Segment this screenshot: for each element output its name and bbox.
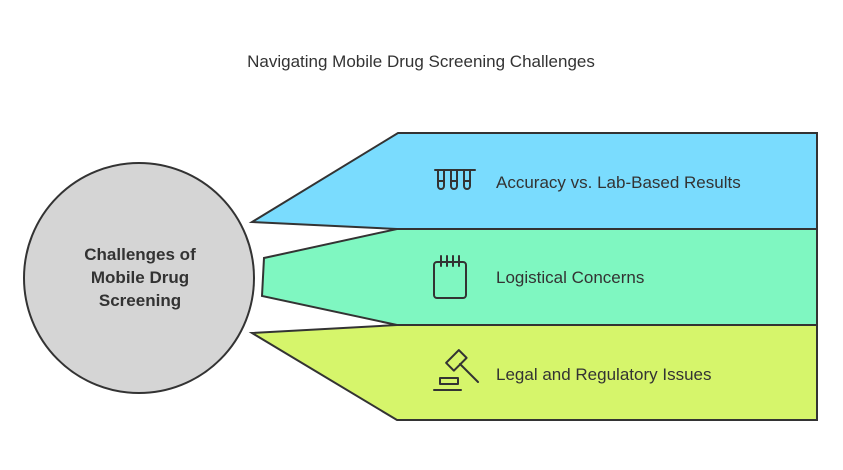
calendar-icon — [433, 255, 467, 299]
center-circle — [23, 162, 255, 394]
band-legal-shape — [248, 324, 818, 421]
center-label-line-1: Challenges of — [84, 245, 196, 264]
item-label-legal: Legal and Regulatory Issues — [496, 365, 711, 384]
band-legal — [248, 324, 818, 421]
item-label-logistical: Logistical Concerns — [496, 268, 644, 287]
item-label-accuracy: Accuracy vs. Lab-Based Results — [496, 173, 741, 192]
center-node: Challenges of Mobile Drug Screening — [23, 162, 255, 394]
test-tubes-icon — [434, 169, 476, 190]
diagram-title: Navigating Mobile Drug Screening Challen… — [247, 52, 595, 71]
center-label-line-3: Screening — [99, 291, 181, 310]
gavel-icon — [433, 349, 479, 391]
center-label-line-2: Mobile Drug — [91, 268, 189, 287]
